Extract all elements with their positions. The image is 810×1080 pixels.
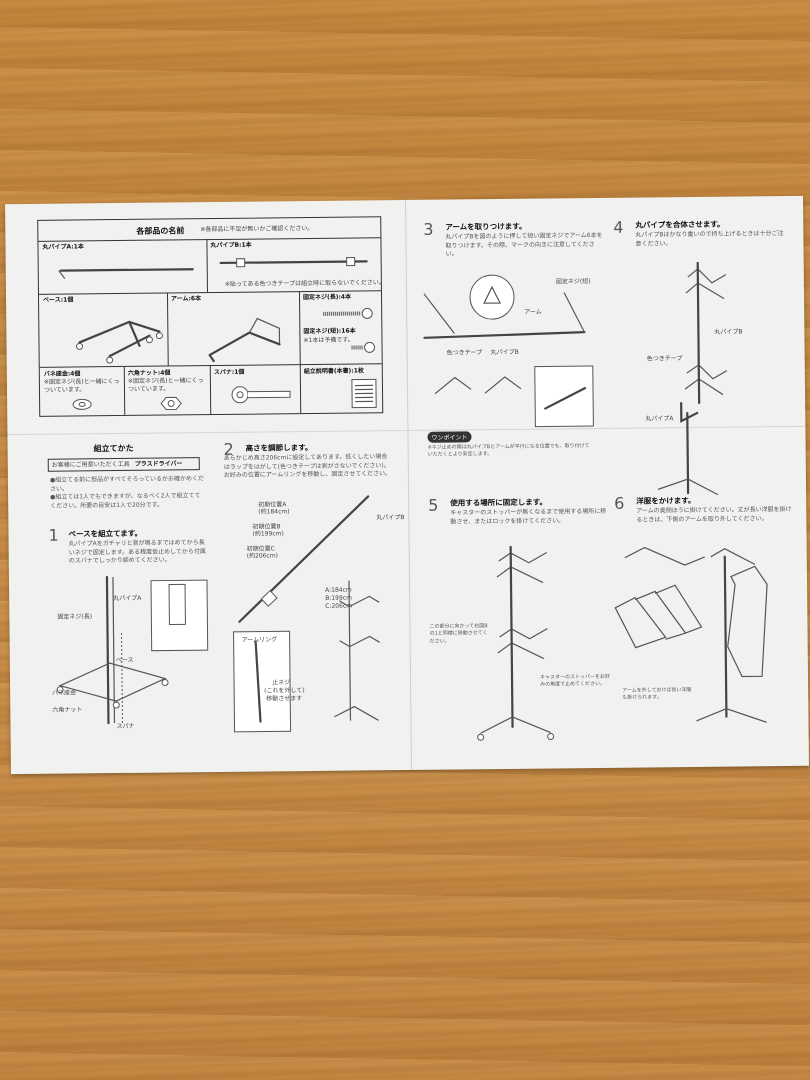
fold-line-vertical (405, 199, 412, 770)
onepoint-badge: ワンポイント (427, 431, 472, 443)
step-3-label-tape: 色つきテープ (446, 349, 483, 357)
step-5-label-left: この部分に向かって右図Bの1と同様に移動させてください。 (429, 623, 488, 645)
step-2-label-height-c: C:206cm (325, 602, 353, 610)
step-2-text: あらかじめ高さ206cmに設定してあります。低くしたい場合はラップをはがして(色… (223, 453, 392, 480)
step-2-label-pos-b-cm: (約199cm) (252, 530, 284, 538)
step-5-number: 5 (428, 495, 439, 515)
step-1-label-screw: 固定ネジ(長) (57, 613, 93, 621)
step-6-title: 洋服をかけます。 (636, 495, 696, 506)
step-3-label-pipe-b: 丸パイプB (490, 348, 519, 357)
step-3-text: 丸パイプBを図のように押して短い固定ネジでアーム6本を取りつけます。その際、マー… (445, 231, 603, 258)
step-2-label-remove: (これを外して) (264, 687, 305, 695)
part-label-pipe-a: 丸パイプA:1本 (42, 243, 84, 251)
step-2-label-pipe-b: 丸パイプB (376, 514, 405, 522)
step-2-label-stop-screw: 止ネジ (272, 679, 291, 687)
step-1-title: ベースを組立てます。 (68, 528, 143, 539)
arm-drawing (208, 317, 281, 363)
step-5-label-caster: キャスターのストッパーをお好みの角度で止めてください。 (539, 673, 611, 688)
nut-drawing (160, 396, 182, 411)
screw-short-note: ※1本は予備です。 (303, 336, 354, 345)
step-3-drawing (423, 274, 594, 428)
step-2-label-pos-c-cm: (約206cm) (246, 552, 279, 560)
step-2-title: 高さを調節します。 (245, 442, 313, 453)
tool-name: プラスドライバー (134, 460, 183, 468)
parts-list-box: 各部品の名前 ※各部品に不足が無いかご確認ください。 丸パイプA:1本 丸パイプ… (37, 216, 385, 417)
washer-note: ※固定ネジ(長)と一緒にくっついています。 (43, 378, 120, 394)
step-2-label-height-a: A:184cm (325, 586, 352, 594)
tool-box: お客様にご用意いただく工具 プラスドライバー (47, 457, 200, 472)
step-1-number: 1 (48, 525, 59, 545)
step-1-label-nut: 六角ナット (52, 706, 83, 714)
part-label-manual: 組立説明書(本書):1枚 (303, 367, 364, 376)
step-2-label-move: 移動させます (266, 695, 303, 703)
step-2-label-arm-ring: アームリング (241, 636, 278, 644)
tool-label: お客様にご用意いただく工具 (51, 460, 130, 469)
step-1-label-spanner: スパナ (116, 722, 135, 731)
step-6-label-arm: アームを外しておけば長い洋服も掛けられます。 (622, 687, 692, 702)
step-5-title: 使用する場所に固定します。 (450, 497, 547, 508)
part-label-spanner: スパナ:1個 (213, 368, 245, 377)
instruction-sheet: 各部品の名前 ※各部品に不足が無いかご確認ください。 丸パイプA:1本 丸パイプ… (5, 195, 809, 775)
nut-note: ※固定ネジ(長)と一緒にくっついています。 (127, 377, 204, 393)
part-label-arm: アーム:6本 (171, 295, 202, 303)
step-4-drawing (657, 261, 728, 496)
step-3-label-arm: アーム (524, 308, 542, 316)
step-1-label-pipe-a: 丸パイプA (113, 594, 142, 603)
step-2-label-pos-a-cm: (約184cm) (258, 508, 290, 516)
washer-drawing (72, 398, 92, 410)
step-1-label-washer: バネ座金 (52, 689, 77, 697)
pipe-b-note: ※貼ってある色つきテープは組立時に取らないでください。 (224, 279, 385, 288)
parts-title: 各部品の名前 (136, 226, 185, 236)
step-6-text: アームの奥側ほうに掛けてください。丈が長い洋服を掛けるときは、下側のアームを取り… (636, 505, 792, 524)
part-label-base: ベース:1個 (43, 296, 74, 304)
step-2-label-height-b: B:199cm (325, 594, 352, 602)
step-4-title: 丸パイプを合体させます。 (635, 219, 725, 230)
spanner-drawing (231, 386, 291, 404)
step-4-label-tape: 色つきテープ (646, 355, 683, 363)
step-4-label-pipe-b: 丸パイプB (714, 328, 743, 336)
onepoint-text: ※ネジ止めの際は丸パイプBとアームが平行になる位置でも、取り付けていただくとより… (427, 443, 590, 459)
part-label-screw-short: 固定ネジ(短):16本 (303, 327, 356, 336)
part-label-screw-long: 固定ネジ(長):4本 (302, 293, 352, 302)
assembly-title: 組立てかた (93, 443, 134, 454)
step-2-drawing (233, 495, 380, 733)
step-1-drawing (56, 576, 209, 725)
assembly-bullet-2: ●組立ては1人でもできますが、なるべく2人で組立ててください。所要の目安は1人で… (50, 492, 201, 510)
step-3-number: 3 (423, 219, 434, 239)
screw-short-drawing (351, 341, 376, 353)
step-4-label-pipe-a: 丸パイプA (645, 415, 674, 423)
step-1-text: 丸パイプAをガチャリと音が鳴るまではめてから長いネジで固定します。ある程度仮止め… (68, 539, 206, 565)
step-3-title: アームを取りつけます。 (445, 221, 527, 232)
step-4-text: 丸パイプBはかなり重いので持ち上げるときは十分ご注意ください。 (635, 230, 784, 248)
part-label-pipe-b: 丸パイプB:1本 (210, 241, 252, 250)
step-4-number: 4 (613, 217, 624, 237)
screw-long-drawing (323, 307, 373, 319)
base-drawing (76, 320, 163, 364)
manual-drawing (351, 378, 377, 409)
part-label-washer: バネ座金:4個 (43, 370, 81, 378)
step-1-label-base: ベース (115, 656, 134, 665)
parts-note: ※各部品に不足が無いかご確認ください。 (200, 224, 314, 234)
pipe-a-drawing (58, 268, 194, 279)
part-label-nut: 六角ナット:4個 (127, 369, 171, 377)
step-6-number: 6 (614, 493, 625, 513)
step-3-label-screw: 固定ネジ(短) (555, 278, 591, 286)
pipe-b-drawing (219, 257, 368, 268)
step-5-text: キャスターのストッパーが無くなるまで使用する場所に移動させ、またはロックを掛けて… (450, 507, 607, 526)
step-5-drawing (477, 545, 555, 741)
assembly-bullet-1: ●組立てる前に部品がすべてそろっているかお確かめください。 (49, 475, 205, 493)
step-6-drawing (614, 546, 768, 723)
